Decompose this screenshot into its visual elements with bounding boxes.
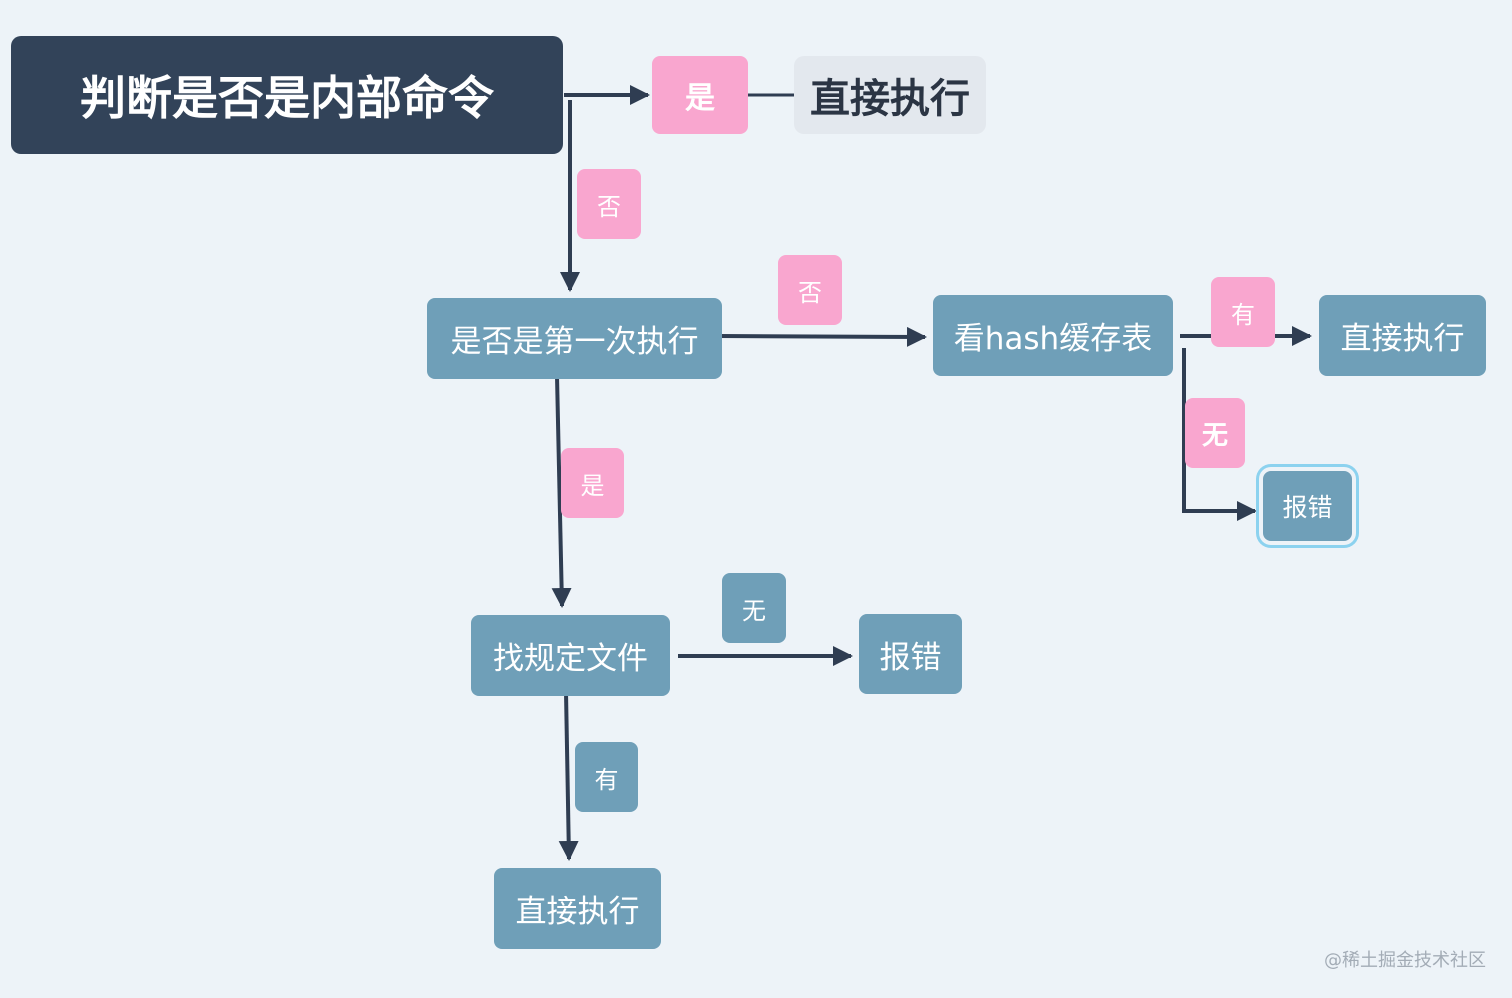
error-node-middle[interactable]: 报错: [859, 614, 962, 694]
label-root-no[interactable]: 否: [577, 169, 641, 239]
edge-first-exec-to-hash: [717, 326, 927, 347]
edge-first-exec-to-find: [551, 375, 572, 608]
label-first-exec-no[interactable]: 否: [778, 255, 842, 325]
first-exec-node[interactable]: 是否是第一次执行: [427, 298, 722, 379]
label-root-yes[interactable]: 是: [652, 56, 748, 134]
error-node-right[interactable]: 报错: [1263, 471, 1352, 541]
label-find-have[interactable]: 有: [575, 742, 638, 812]
edge-find-to-exec: [558, 691, 579, 861]
edge-hash-to-error: [1182, 348, 1257, 521]
watermark: @稀土掘金技术社区: [1324, 950, 1486, 971]
find-file-node[interactable]: 找规定文件: [471, 615, 670, 696]
label-hash-have[interactable]: 有: [1211, 277, 1275, 347]
label-hash-none[interactable]: 无: [1185, 398, 1245, 468]
exec-direct-node-top[interactable]: 直接执行: [794, 56, 986, 134]
label-first-exec-yes[interactable]: 是: [561, 448, 624, 518]
exec-direct-node-right[interactable]: 直接执行: [1319, 295, 1486, 376]
root-node[interactable]: 判断是否是内部命令: [11, 36, 563, 154]
exec-direct-node-bottom[interactable]: 直接执行: [494, 868, 661, 949]
hash-table-node[interactable]: 看hash缓存表: [933, 295, 1173, 376]
label-find-none[interactable]: 无: [722, 573, 786, 643]
